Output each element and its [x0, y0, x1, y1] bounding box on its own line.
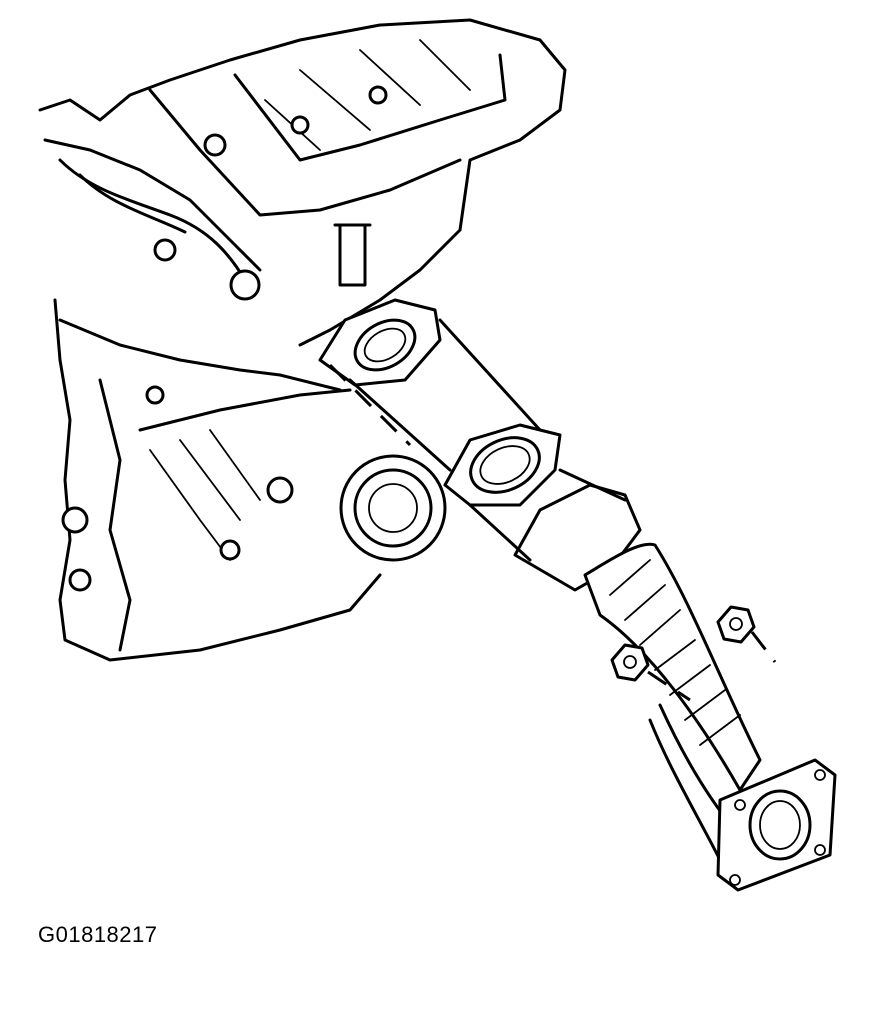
nut: [716, 605, 756, 644]
bent-pipe: [583, 542, 762, 792]
gasket: [443, 423, 562, 507]
engine-assembly: [38, 18, 567, 662]
exhaust-pipe-assembly: [318, 298, 837, 892]
figure-code: G01818217: [38, 922, 158, 947]
nut: [610, 643, 650, 682]
